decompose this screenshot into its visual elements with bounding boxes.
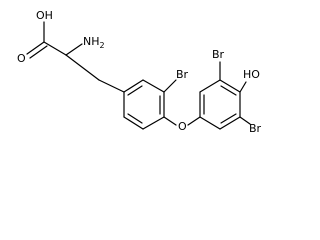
bond-alpha-n <box>65 43 83 56</box>
bromine-bottom-label: Br <box>249 122 262 135</box>
ether-oxygen-label: O <box>178 120 187 133</box>
bond-ch2-ring <box>98 79 125 93</box>
ring1-double-1 <box>127 85 143 96</box>
ring1-bond-b <box>142 79 165 93</box>
amine-label: NH2 <box>83 35 105 50</box>
atom-labels: OH O NH2 Br O Br HO Br <box>17 9 262 135</box>
bond-c-alpha <box>43 41 67 56</box>
bond-alpha-ch2 <box>65 54 100 81</box>
bromine-left-label: Br <box>176 68 189 81</box>
bond-c-o-double-2 <box>29 45 48 59</box>
ring2-bond-e <box>219 116 241 130</box>
bond-o-ring2 <box>187 116 201 126</box>
ring2-bond-f <box>199 116 221 130</box>
ring1-double-3 <box>127 113 143 124</box>
acid-oh-label: OH <box>36 9 53 22</box>
ring1-bond-a <box>123 79 144 93</box>
bond-ring2-br-bottom <box>239 116 251 125</box>
ring2-bond-c <box>219 79 241 93</box>
bond-ring2-oh <box>239 81 247 93</box>
ring1-bond-d <box>142 116 165 130</box>
ring1-bond-e <box>123 116 144 130</box>
bond-c-o-double-1 <box>26 41 45 55</box>
bond-ring1-o <box>163 116 177 126</box>
ring2-bond-b <box>199 79 221 93</box>
phenol-oh-label: HO <box>243 68 260 81</box>
molecule-structure-diagram: OH O NH2 Br O Br HO Br <box>17 9 262 135</box>
bond-lines <box>26 21 251 130</box>
ring2-double-2 <box>220 85 237 96</box>
bromine-top-label: Br <box>212 48 225 61</box>
bond-ring1-br <box>163 79 177 93</box>
carbonyl-oxygen-label: O <box>17 52 26 65</box>
ring2-double-3 <box>220 113 237 124</box>
